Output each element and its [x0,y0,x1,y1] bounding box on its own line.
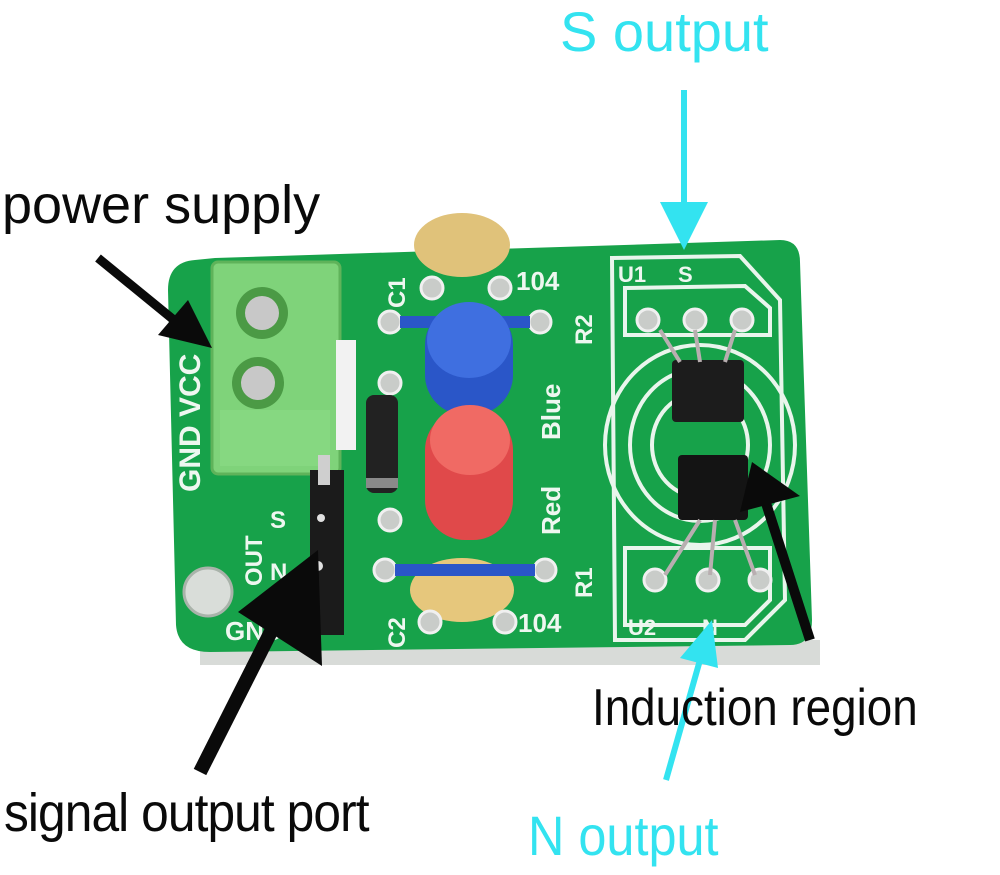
u1-leads [658,328,737,364]
silk-u1: U1 [618,262,646,287]
silk-c1-value: 104 [516,266,560,296]
label-induction-region: Induction region [592,679,918,737]
u1-pad-3 [729,307,755,333]
silk-out-pin-s: S [270,507,286,534]
r1-pad-left [372,557,398,583]
arrow-s-output [660,90,708,250]
led-blue [425,302,513,415]
label-signal-output-port: signal output port [4,783,369,843]
u2-pad-1 [642,567,668,593]
silk-c2-value: 104 [518,608,562,638]
u2-leads [663,518,757,577]
silk-r2: R2 [571,314,598,345]
r2-pad-left [377,309,403,335]
silk-u1-pole: S [678,262,693,287]
induction-region-silkscreen [603,253,797,642]
silk-led-blue: Blue [536,384,566,440]
label-s-output: S output [560,0,769,63]
hall-sensor-u1 [672,360,744,422]
screw-terminal-block [210,260,356,476]
silk-led-red: Red [536,486,566,535]
u1-pad-1 [635,307,661,333]
silk-c1: C1 [384,277,411,308]
arrow-power-supply [95,254,212,348]
hall-sensor-u2 [678,455,748,520]
arrow-n-output [663,620,718,781]
r2-pad-right [527,309,553,335]
led-red [425,405,513,540]
label-n-output: N output [528,804,719,867]
silk-c2: C2 [384,617,411,648]
r1-pad-right [532,557,558,583]
arrow-signal-output [193,550,322,776]
arrow-induction-region [740,462,815,642]
u2-pad-2 [695,567,721,593]
diode [366,370,403,533]
label-power-supply: power supply [2,175,321,235]
capacitor-c1 [414,213,513,301]
silk-u2: U2 [628,615,656,640]
u1-pad-2 [682,307,708,333]
mounting-hole [182,566,234,618]
silk-terminal-label: GND VCC [174,354,207,492]
silk-r1: R1 [571,567,598,598]
silk-out-title: OUT [241,535,268,586]
